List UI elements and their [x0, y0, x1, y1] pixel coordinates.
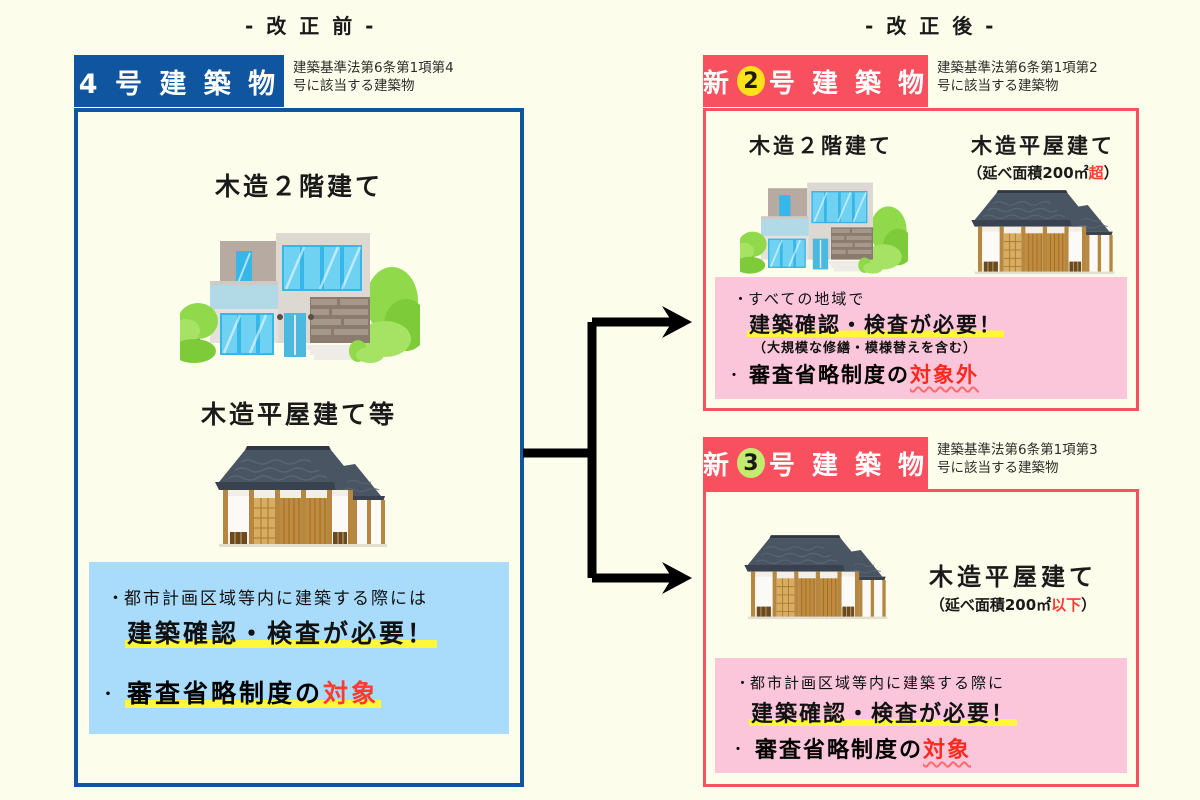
before-info-bullet-2: ・ [99, 684, 117, 705]
before-info-accent: 対象 [323, 679, 380, 708]
after3-info-box: ・都市計画区域等内に建築する際に 建築確認・検査が必要！ ・ 審査省略制度の対象 [715, 658, 1127, 773]
section-title-after: - 改 正 後 - [865, 14, 997, 38]
after3-info-bullet-2: ・ [730, 739, 746, 758]
after2-illustration-label-two-story: 木造２階建て [749, 134, 893, 158]
after2-tag-suffix: 号 建 築 物 [768, 68, 928, 99]
after3-number-badge: 3 [737, 448, 765, 478]
before-panel-law-note: 建築基準法第6条第1項第4 号に該当する建築物 [293, 60, 454, 95]
before-illustration-label-one-story: 木造平屋建て等 [200, 400, 397, 429]
before-panel-header: 4 号 建 築 物 建築基準法第6条第1項第4 号に該当する建築物 [74, 55, 524, 107]
after2-panel-header: 新 2 号 建 築 物 建築基準法第6条第1項第2 号に該当する建築物 [703, 55, 1153, 107]
after2-number-badge: 2 [737, 66, 765, 96]
before-info-line-1: ・都市計画区域等内に建築する際には [107, 589, 428, 609]
section-title-before: - 改 正 前 - [245, 14, 377, 38]
before-illustration-label-two-story: 木造２階建て [214, 172, 383, 201]
after2-panel-law-note: 建築基準法第6条第1項第2 号に該当する建築物 [937, 60, 1098, 95]
after2-illustration-label-one-story: 木造平屋建て （延べ面積200㎡超） [948, 130, 1138, 183]
after2-info-bullet-2: ・ [726, 365, 742, 384]
traditional-one-story-house-icon [215, 446, 387, 547]
after2-illustration-sublabel: （延べ面積200㎡超） [967, 164, 1119, 182]
traditional-one-story-house-icon [744, 535, 888, 620]
modern-two-story-house-icon [180, 233, 420, 363]
after3-info-accent: 対象 [923, 738, 972, 763]
after3-panel-law-note: 建築基準法第6条第1項第3 号に該当する建築物 [937, 442, 1098, 477]
after3-tag-suffix: 号 建 築 物 [768, 450, 928, 481]
after2-info-paren-note: （大規模な修繕・模様替えを含む） [753, 341, 978, 356]
after2-panel-tag: 新 2 号 建 築 物 [703, 55, 928, 107]
after3-tag-prefix: 新 [703, 450, 734, 481]
after2-info-box: ・すべての地域で 建築確認・検査が必要！ （大規模な修繕・模様替えを含む） ・ … [715, 277, 1127, 399]
after2-info-line-4: 審査省略制度の対象外 [749, 363, 979, 387]
after2-info-accent: 対象外 [910, 363, 979, 387]
after3-panel-tag: 新 3 号 建 築 物 [703, 437, 928, 489]
after2-info-line-1: ・すべての地域で [733, 290, 866, 308]
after3-info-highlight: 建築確認・検査が必要！ [749, 696, 1018, 728]
after2-info-highlight: 建築確認・検査が必要！ [747, 309, 1004, 339]
before-info-box: ・都市計画区域等内に建築する際には 建築確認・検査が必要！ ・ 審査省略制度の対… [89, 562, 509, 734]
after3-illustration-sublabel: （延べ面積200㎡以下） [929, 596, 1097, 614]
before-panel-tag: 4 号 建 築 物 [74, 55, 284, 107]
after2-tag-prefix: 新 [703, 68, 734, 99]
before-info-highlight: 建築確認・検査が必要！ [125, 614, 438, 650]
after3-info-line-1: ・都市計画区域等内に建築する際に [735, 674, 1006, 692]
after3-illustration-label-one-story: 木造平屋建て （延べ面積200㎡以下） [898, 557, 1128, 615]
after3-panel-header: 新 3 号 建 築 物 建築基準法第6条第1項第3 号に該当する建築物 [703, 437, 1153, 489]
before-info-line-3: 審査省略制度の対象 [125, 674, 382, 710]
after3-info-line-3: 審査省略制度の対象 [755, 738, 972, 763]
traditional-one-story-house-icon [971, 190, 1115, 275]
modern-two-story-house-icon [740, 182, 908, 274]
